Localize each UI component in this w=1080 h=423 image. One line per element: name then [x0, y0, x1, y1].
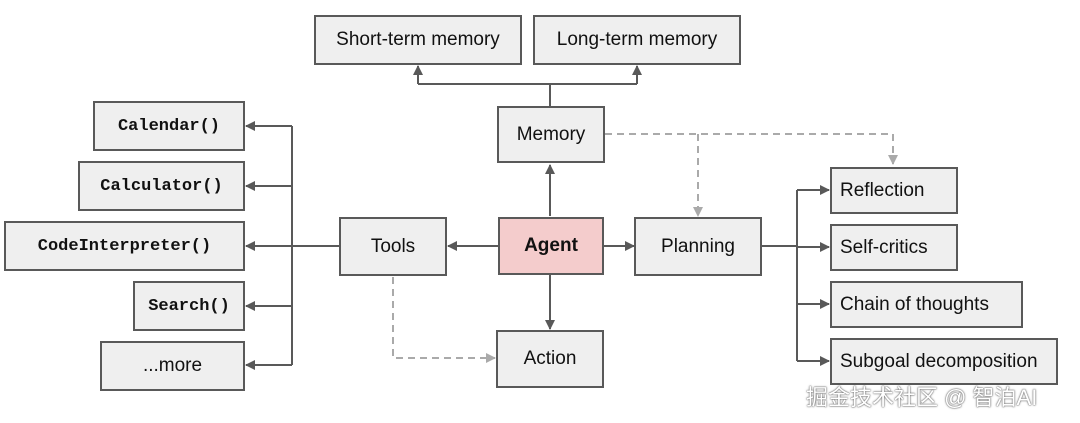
edge-tools-action-dashed — [392, 277, 496, 363]
search-tool-node: Search() — [133, 281, 245, 331]
long-term-memory-node: Long-term memory — [533, 15, 741, 65]
more-tools-node: ...more — [100, 341, 245, 391]
memory-node: Memory — [497, 106, 605, 163]
action-node: Action — [496, 330, 604, 388]
edge-memory-memtypes — [418, 83, 551, 106]
chain-of-thoughts-node: Chain of thoughts — [830, 281, 1023, 328]
calendar-tool-node: Calendar() — [93, 101, 245, 151]
subgoal-decomposition-node: Subgoal decomposition — [830, 338, 1058, 385]
short-term-memory-node: Short-term memory — [314, 15, 522, 65]
codeinterpreter-tool-node: CodeInterpreter() — [4, 221, 245, 271]
watermark-text: 掘金技术社区 @ 智泊AI — [806, 385, 1038, 410]
planning-node: Planning — [634, 217, 762, 276]
self-critics-node: Self-critics — [830, 224, 958, 271]
agent-node: Agent — [498, 217, 604, 275]
tools-node: Tools — [339, 217, 447, 276]
calculator-tool-node: Calculator() — [78, 161, 245, 211]
reflection-node: Reflection — [830, 167, 958, 214]
edge-memory-reflection-dashed — [605, 133, 898, 165]
